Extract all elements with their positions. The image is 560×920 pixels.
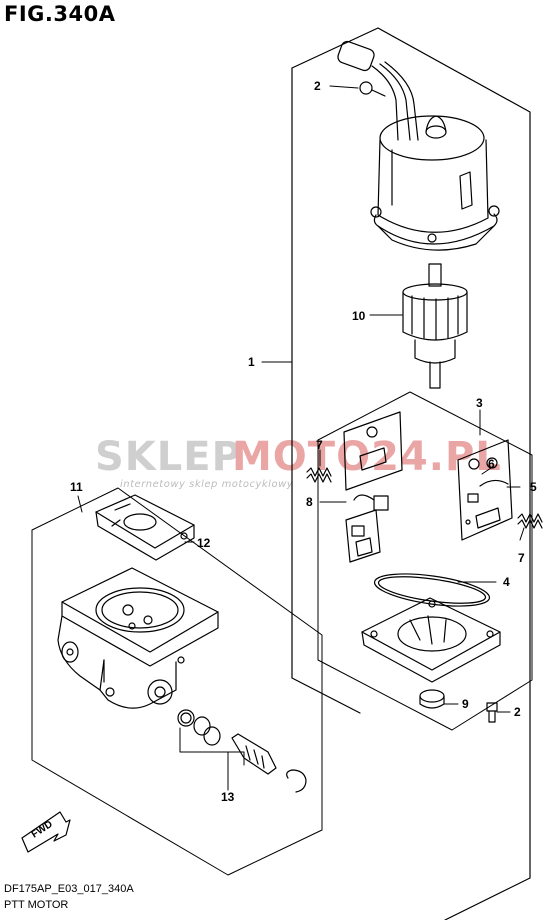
frame-assembly-1-left [291,67,361,714]
spring-icon [517,513,543,529]
watermark-brand-2: MOTO24.PL [232,434,502,480]
valve-parts-illustration [177,709,307,793]
callout-3: 3 [476,396,483,410]
callout-7-right: 7 [518,551,525,565]
brush-holder-illustration [343,411,513,683]
frame-assembly-3 [317,391,533,731]
fwd-arrow-icon: FWD [21,811,71,853]
callout-12: 12 [197,536,211,550]
cover-plate-illustration [95,494,195,561]
callout-6: 6 [488,457,495,471]
callout-7-left: 7 [316,438,323,452]
figure-code: DF175AP_E03_017_340A [4,883,134,895]
frame-assembly-11 [31,487,323,876]
spring-icon [306,467,332,483]
callout-9: 9 [462,697,469,711]
callout-10: 10 [352,309,366,323]
screw-icon [486,702,498,723]
seal-illustration [419,689,445,709]
watermark: SKLEP MOTO24.PL internetowy sklep motocy… [95,434,502,490]
callout-8: 8 [306,495,313,509]
callout-5: 5 [530,480,537,494]
leader-lines [77,85,525,791]
figure-title: FIG.340A [4,2,116,26]
callout-11: 11 [70,480,83,494]
watermark-tagline: internetowy sklep motocyklowy [120,479,294,490]
callout-1: 1 [248,355,255,369]
motor-yoke-illustration [337,40,500,251]
watermark-brand-1: SKLEP [95,434,242,480]
armature-illustration [402,263,468,389]
callout-4: 4 [503,575,510,589]
callout-2-top: 2 [314,79,321,93]
figure-name: PTT MOTOR [4,899,69,911]
callout-13: 13 [221,790,235,804]
screw-icon [359,81,386,97]
callout-2-bottom: 2 [514,705,521,719]
pump-housing-illustration [57,567,219,709]
